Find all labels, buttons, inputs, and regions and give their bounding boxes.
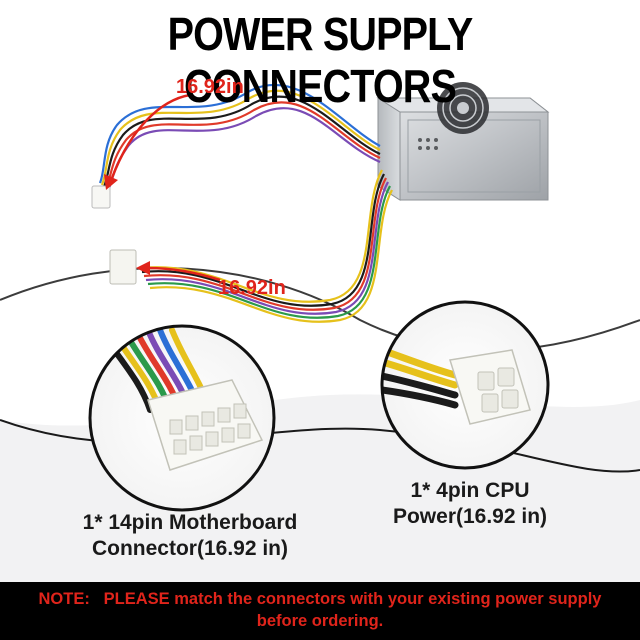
caption-4pin-line1: 1* 4pin CPU [410,479,530,502]
zoom-circle-4pin [380,300,550,470]
connector-14pin-small-icon [109,249,137,285]
small-connector-icon [91,185,111,209]
caption-4pin-line2: Power(16.92 in) [392,505,548,528]
caption-14pin-line1: 1* 14pin Motherboard [82,511,298,534]
note-prefix: NOTE: [38,590,90,608]
caption-14pin-line2: Connector(16.92 in) [91,537,289,560]
power-supply-unit [376,82,550,201]
caption-14pin: 1* 14pin Motherboard Connector(16.92 in) [40,510,340,562]
caption-4pin: 1* 4pin CPU Power(16.92 in) [360,478,580,530]
length-arrow-bottom-icon [136,261,221,282]
length-arrow-top-icon [104,93,191,190]
cable-length-bottom-label: 16.92in [218,277,286,299]
fan-grille-icon [437,82,489,134]
cable-bundle-bottom [139,169,393,323]
note-line1: PLEASE match the connectors with your ex… [103,590,602,608]
page-title: POWER SUPPLY CONNECTORS [167,8,474,112]
note-banner: NOTE: PLEASE match the connectors with y… [0,582,640,640]
cable-length-top-label: 16.92in [176,76,244,98]
zoom-circle-14pin [88,324,276,512]
note-line2: before ordering. [256,612,384,630]
